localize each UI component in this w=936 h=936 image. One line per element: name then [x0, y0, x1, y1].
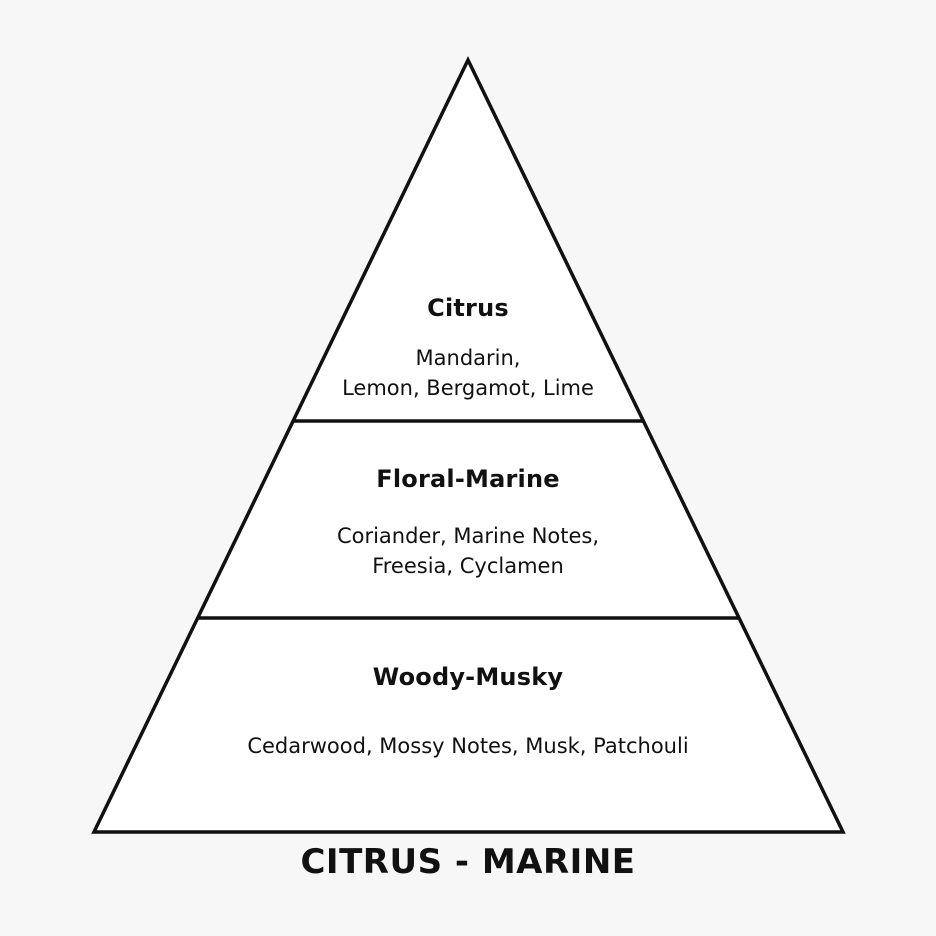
tier-title-top: Citrus	[427, 294, 509, 322]
tier-notes-middle-line-2: Freesia, Cyclamen	[372, 554, 564, 578]
diagram-title: CITRUS - MARINE	[300, 842, 636, 882]
tier-notes-middle-line-1: Coriander, Marine Notes,	[336, 524, 600, 548]
tier-notes-top-line-1: Mandarin,	[415, 346, 521, 370]
pyramid-outline	[91, 55, 846, 834]
tier-notes-bottom-line-1: Cedarwood, Mossy Notes, Musk, Patchouli	[247, 734, 689, 758]
tier-title-bottom: Woody-Musky	[372, 663, 564, 691]
tier-title-middle: Floral-Marine	[376, 465, 560, 493]
tier-notes-top-line-2: Lemon, Bergamot, Lime	[342, 376, 594, 400]
